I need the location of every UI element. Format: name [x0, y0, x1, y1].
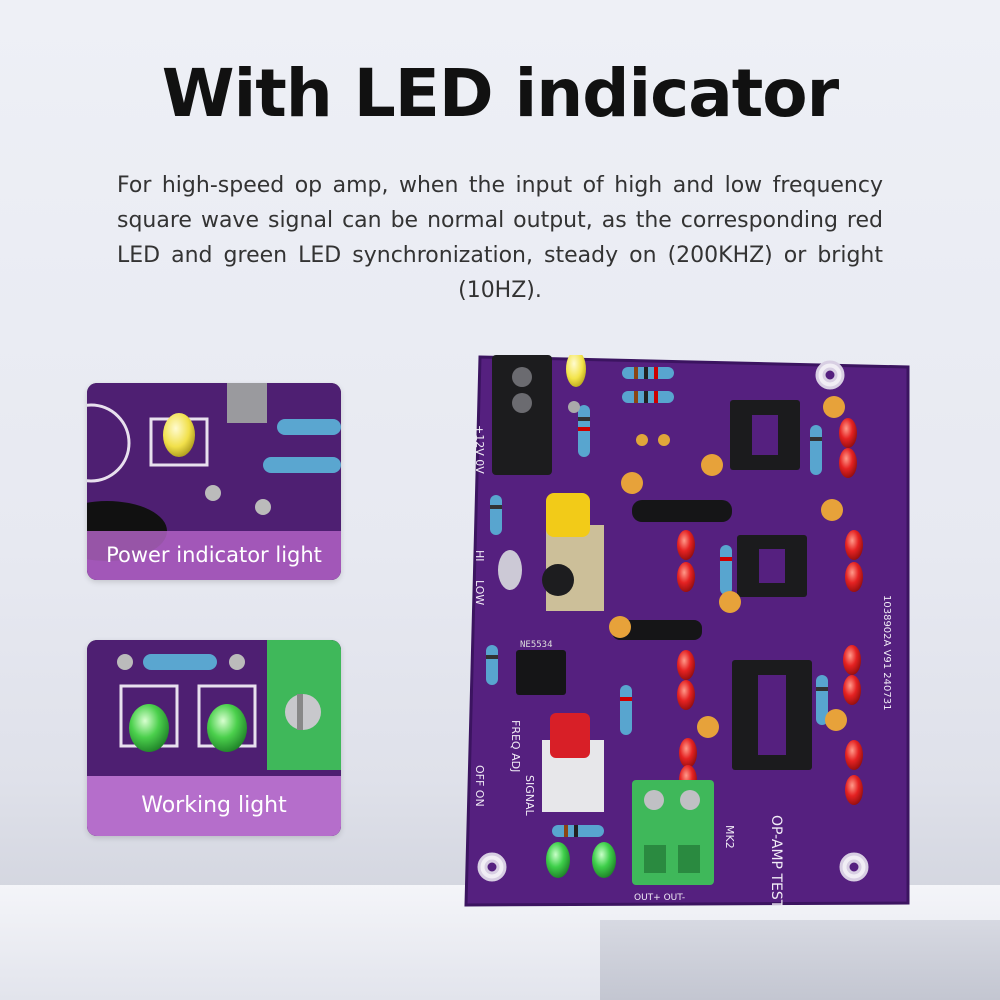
working-light-callout: Working light	[87, 640, 341, 836]
silk-off-on: OFF ON	[473, 765, 486, 807]
silk-hi: HI	[473, 550, 486, 562]
mounting-holes	[477, 360, 869, 882]
callout-label-working: Working light	[87, 776, 341, 836]
power-indicator-callout: Power indicator light	[87, 383, 341, 580]
clear-led	[498, 550, 522, 590]
power-led-icon	[566, 355, 586, 387]
callout-label-power: Power indicator light	[87, 531, 341, 580]
capacitors	[542, 401, 732, 640]
ic-sockets	[516, 400, 812, 770]
output-terminal	[632, 780, 714, 885]
hi-low-switch	[546, 493, 604, 611]
silk-low: LOW	[473, 580, 486, 605]
working-leds	[546, 842, 616, 878]
red-leds	[677, 418, 863, 805]
page-title: With LED indicator	[161, 55, 839, 132]
silk-freq: FREQ ADJ	[509, 720, 522, 772]
signal-button	[542, 713, 604, 812]
pedestal-side	[600, 920, 1000, 1000]
resistors	[486, 367, 828, 837]
silk-signal: SIGNAL	[523, 775, 536, 817]
silk-power: +12V 0V	[473, 425, 486, 474]
silk-tester: OP-AMP TESTER	[768, 815, 784, 910]
pcb-board: NE5534 +12V	[464, 355, 910, 910]
ceramic-capacitors	[609, 396, 847, 738]
silk-code: 1038902A V91 240731	[881, 595, 892, 710]
silk-out: OUT+ OUT-	[634, 893, 685, 903]
power-terminal	[492, 355, 552, 475]
description-text: For high-speed op amp, when the input of…	[117, 173, 883, 303]
silk-mk2: MK2	[723, 825, 736, 849]
chip-label: NE5534	[520, 640, 553, 650]
